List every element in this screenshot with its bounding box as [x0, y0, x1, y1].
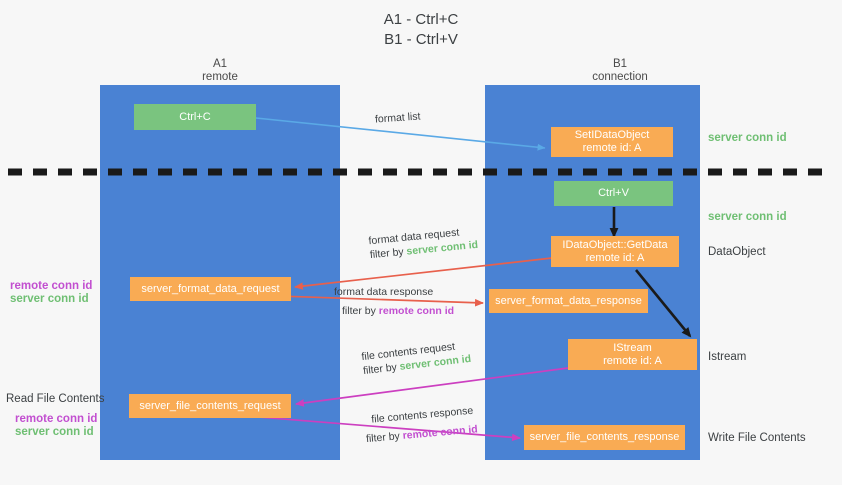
label-dataobject: DataObject: [708, 246, 766, 258]
column-header-b1-name: B1: [612, 58, 628, 70]
arrow-label-format-data-response: format data response filter by remote co…: [334, 285, 454, 318]
column-header-a1-name: A1: [212, 58, 228, 70]
column-header-a1: A1 remote: [120, 58, 320, 84]
arrow-label-fdres-em: remote conn id: [378, 305, 455, 317]
label-write-file-contents: Write File Contents: [708, 432, 806, 444]
box-ctrl-c-label: Ctrl+C: [179, 110, 211, 123]
box-getdata-line2: remote id: A: [585, 251, 645, 264]
label-server-conn-id-top: server conn id: [708, 132, 787, 144]
label-server-conn-id-mid: server conn id: [708, 211, 787, 223]
arrow-label-fdres-prefix: filter by: [342, 305, 379, 317]
arrow-label-fdres-line1: format data response: [334, 286, 434, 298]
arrow-label-file-contents-response: file contents response filter by remote …: [366, 403, 479, 445]
box-istream-line2: remote id: A: [603, 354, 662, 367]
label-istream: Istream: [708, 351, 747, 363]
arrow-label-fdres-line2: filter by remote conn id: [342, 304, 454, 318]
box-server-format-data-response[interactable]: server_format_data_response: [489, 289, 648, 313]
box-ctrl-c[interactable]: Ctrl+C: [134, 104, 256, 130]
arrow-label-format-data-request: format data request filter by server con…: [368, 224, 479, 262]
box-server-format-data-request[interactable]: server_format_data_request: [130, 277, 291, 301]
title-line-1: A1 - Ctrl+C: [383, 11, 459, 28]
title-line-2: B1 - Ctrl+V: [384, 31, 458, 48]
box-set-idataobject[interactable]: SetIDataObject remote id: A: [551, 127, 673, 157]
arrow-label-format-list: format list: [375, 109, 421, 126]
arrow-label-fcres-line2: filter by remote conn id: [365, 422, 479, 446]
box-set-idataobject-line1: SetIDataObject: [574, 129, 650, 141]
box-server-file-contents-response-label: server_file_contents_response: [529, 431, 680, 443]
box-idataobject-getdata[interactable]: IDataObject::GetData remote id: A: [551, 236, 679, 267]
box-ctrl-v[interactable]: Ctrl+V: [554, 181, 673, 206]
box-ctrl-v-label: Ctrl+V: [598, 187, 629, 199]
arrow-label-fcreq-prefix: filter by: [362, 360, 401, 378]
box-getdata-line1: IDataObject::GetData: [562, 238, 668, 251]
arrow-label-fcres-em: remote conn id: [402, 423, 479, 442]
box-istream[interactable]: IStream remote id: A: [568, 339, 697, 370]
label-remote-conn-id-lower: remote conn id: [15, 413, 98, 425]
box-server-file-contents-response[interactable]: server_file_contents_response: [524, 425, 685, 450]
arrow-label-file-contents-request: file contents request filter by server c…: [361, 338, 472, 378]
box-server-file-contents-request[interactable]: server_file_contents_request: [129, 394, 291, 418]
label-remote-conn-id-upper: remote conn id: [10, 280, 93, 292]
box-istream-line1: IStream: [613, 341, 652, 354]
box-server-format-data-request-label: server_format_data_request: [141, 282, 280, 295]
label-server-conn-id-lower: server conn id: [15, 426, 94, 438]
box-server-file-contents-request-label: server_file_contents_request: [139, 399, 281, 412]
column-header-a1-sub: remote: [202, 71, 238, 83]
box-server-format-data-response-label: server_format_data_response: [495, 294, 642, 307]
label-server-conn-id-upper: server conn id: [10, 293, 89, 305]
diagram-title: A1 - Ctrl+C B1 - Ctrl+V: [0, 10, 842, 50]
arrow-label-fcres-prefix: filter by: [365, 429, 404, 446]
arrow-label-format-list-text: format list: [374, 110, 421, 126]
column-header-b1: B1 connection: [520, 58, 720, 84]
arrow-label-fdreq-prefix: filter by: [369, 245, 408, 262]
column-header-b1-sub: connection: [592, 71, 648, 83]
box-set-idataobject-line2: remote id: A: [582, 142, 642, 154]
label-read-file-contents: Read File Contents: [6, 393, 105, 405]
